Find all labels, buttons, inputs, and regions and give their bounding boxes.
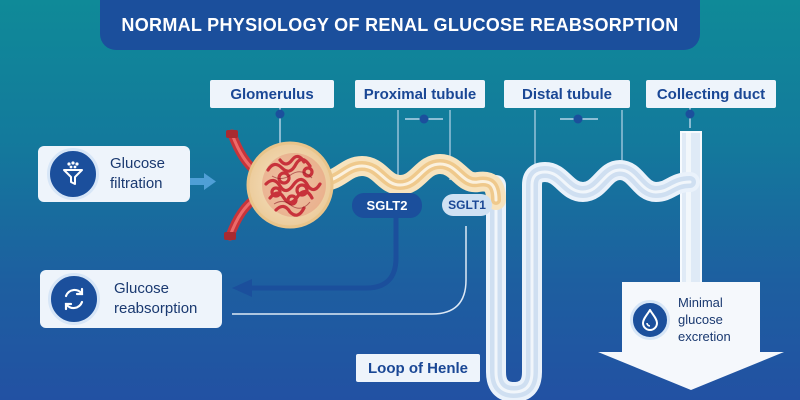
collecting-duct-label: Collecting duct — [646, 80, 776, 108]
reabsorption-arrows — [232, 212, 467, 315]
funnel-icon — [47, 148, 99, 200]
recycle-icon — [48, 273, 100, 325]
droplet-icon — [630, 300, 670, 340]
proximal-tubule — [308, 154, 506, 210]
excretion-line-2: glucose — [678, 312, 723, 327]
excretion-line-1: Minimal — [678, 295, 723, 310]
reabsorption-line-1: Glucose — [114, 280, 170, 297]
proximal-tubule-label: Proximal tubule — [355, 80, 485, 108]
sglt1-badge: SGLT1 — [442, 194, 492, 216]
reabsorption-line-2: reabsorption — [114, 300, 198, 317]
excretion-line-3: excretion — [678, 329, 731, 344]
glucose-filtration-card: Glucose filtration — [38, 146, 190, 202]
filtration-line-2: filtration — [110, 175, 163, 192]
loop-and-distal-tubule — [486, 160, 700, 400]
distal-tubule-label: Distal tubule — [504, 80, 630, 108]
sglt2-badge: SGLT2 — [352, 193, 422, 218]
glomerulus-illustration — [224, 129, 334, 241]
glomerulus-label: Glomerulus — [210, 80, 334, 108]
diagram-title: NORMAL PHYSIOLOGY OF RENAL GLUCOSE REABS… — [100, 0, 700, 50]
filtration-line-1: Glucose — [110, 155, 166, 172]
loop-of-henle-label: Loop of Henle — [356, 354, 480, 382]
filtration-arrow — [190, 173, 216, 190]
collecting-duct-marker — [685, 109, 695, 119]
proximal-tubule-marker — [419, 114, 429, 124]
glomerulus-marker — [275, 109, 285, 119]
excretion-text: Minimal glucose excretion — [678, 294, 731, 345]
glucose-reabsorption-card: Glucose reabsorption — [40, 270, 222, 328]
distal-tubule-marker — [573, 114, 583, 124]
